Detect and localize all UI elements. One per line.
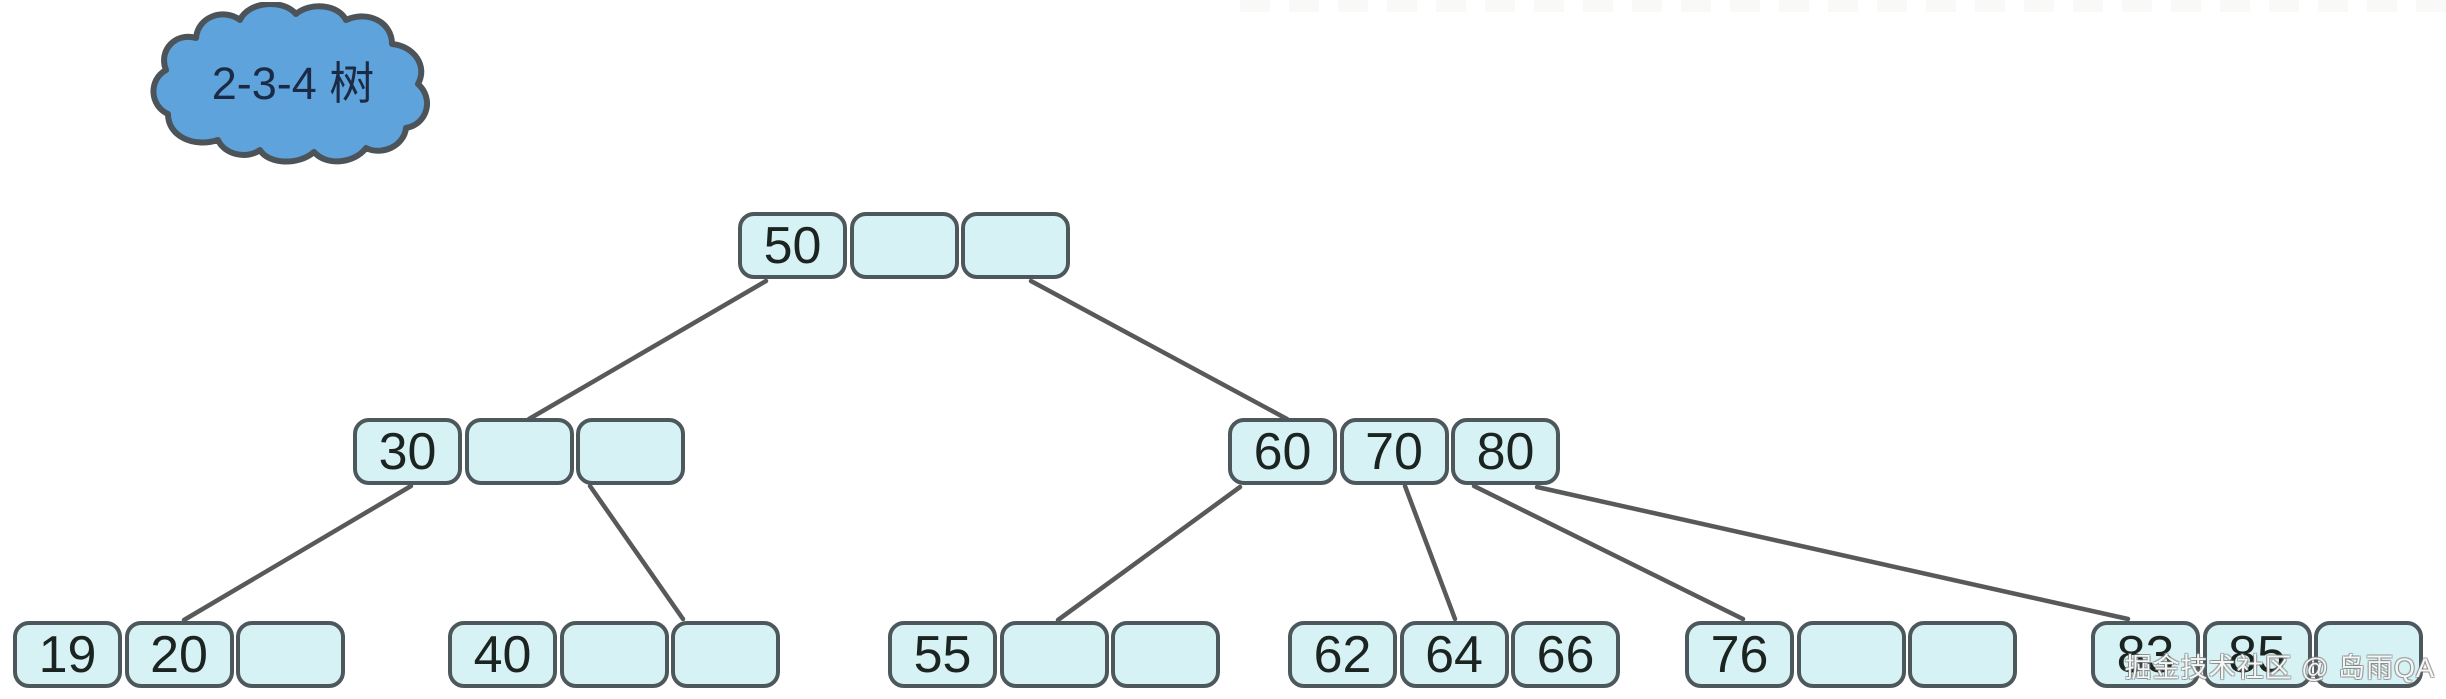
node-key-cell-19: 19 [13, 621, 122, 688]
tree-node-leaf-40: 40 [448, 621, 780, 688]
tree-node-n-30: 30 [353, 418, 685, 485]
tree-edge-root-to-n-30 [526, 278, 769, 422]
node-empty-cell [999, 621, 1109, 688]
tree-edge-n-30-to-leaf-40 [587, 483, 686, 622]
node-empty-cell [671, 621, 780, 688]
node-empty-cell [961, 212, 1070, 279]
node-key-cell-85: 85 [2202, 621, 2312, 688]
node-empty-cell [464, 418, 574, 485]
tree-edge-n-60-70-80-to-leaf-83-85 [1534, 484, 2131, 622]
node-key-cell-64: 64 [1399, 621, 1509, 688]
cloud-icon [150, 0, 430, 165]
node-empty-cell [576, 418, 685, 485]
node-key-cell-80: 80 [1451, 418, 1560, 485]
node-empty-cell [1111, 621, 1220, 688]
faint-pattern-strip [1240, 0, 2446, 12]
tree-node-root: 50 [738, 212, 1070, 279]
tree-edge-root-to-n-60-70-80 [1028, 278, 1290, 422]
tree-edge-n-60-70-80-to-leaf-55 [1055, 484, 1243, 623]
title-cloud: 2-3-4 树 [148, 0, 438, 172]
tree-edge-n-60-70-80-to-leaf-62-64-66 [1402, 483, 1458, 622]
tree-edge-n-60-70-80-to-leaf-76 [1471, 483, 1746, 622]
tree-node-leaf-55: 55 [888, 621, 1220, 688]
node-key-cell-60: 60 [1228, 418, 1337, 485]
node-empty-cell [1908, 621, 2017, 688]
node-empty-cell [559, 621, 669, 688]
node-key-cell-83: 83 [2091, 621, 2200, 688]
tree-node-leaf-76: 76 [1685, 621, 2017, 688]
node-key-cell-70: 70 [1339, 418, 1449, 485]
node-empty-cell [1796, 621, 1906, 688]
node-key-cell-55: 55 [888, 621, 997, 688]
tree-edge-n-30-to-leaf-19-20 [181, 483, 414, 623]
node-key-cell-62: 62 [1288, 621, 1397, 688]
watermark-text: 掘金技术社区 @ 岛雨QA [2124, 653, 2435, 683]
node-key-cell-50: 50 [738, 212, 847, 279]
node-key-cell-66: 66 [1511, 621, 1620, 688]
node-empty-cell [2314, 621, 2423, 688]
node-empty-cell [236, 621, 345, 688]
node-key-cell-20: 20 [124, 621, 234, 688]
node-key-cell-76: 76 [1685, 621, 1794, 688]
node-key-cell-30: 30 [353, 418, 462, 485]
node-empty-cell [849, 212, 959, 279]
cloud-title-text: 2-3-4 树 [212, 58, 375, 109]
node-key-cell-40: 40 [448, 621, 557, 688]
